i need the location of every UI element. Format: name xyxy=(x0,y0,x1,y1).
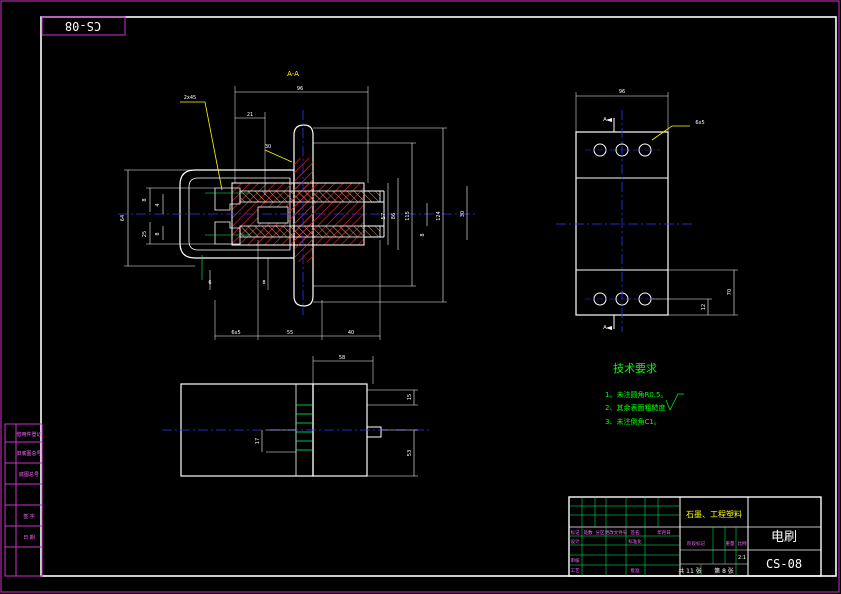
tb-row-0: 设计 xyxy=(571,538,580,545)
note-1: 1、未注圆角R0.5。 xyxy=(605,390,667,399)
tb-approve: 批准 xyxy=(631,567,640,574)
dim-8a: 8 xyxy=(142,198,148,201)
title-block-grid xyxy=(569,497,737,576)
section-mark-top-arrow xyxy=(606,118,612,122)
dim-115: 115 xyxy=(405,211,411,221)
dim-8d: 8 xyxy=(262,280,265,286)
dim-64: 64 xyxy=(120,215,126,221)
notes-title: 技术要求 xyxy=(613,362,657,375)
dim-58: 58 xyxy=(339,355,345,361)
tb-material: 石墨、工程塑料 xyxy=(686,509,742,519)
tb-sheet-no: 第 8 张 xyxy=(714,567,734,575)
tb-stage: 阶段标记 xyxy=(687,540,705,547)
section-view-a-a: A-A xyxy=(118,70,476,340)
technical-notes: 技术要求 1、未注圆角R0.5。 2、其余表面粗糙度 3、未注倒角C1。 xyxy=(605,362,684,426)
leader-top-left xyxy=(180,101,223,191)
rotated-number-box: CS-08 xyxy=(41,16,126,36)
dim-15: 15 xyxy=(407,394,413,400)
strip-label-1: 旧底图总号 xyxy=(16,450,41,457)
dim-57: 57 xyxy=(381,213,387,219)
dim-6: 6 xyxy=(208,280,211,286)
title-block-border xyxy=(568,496,822,577)
note-3: 3、未注倒角C1。 xyxy=(605,417,661,426)
strip-label-4: 日 期 xyxy=(23,535,35,541)
section-label: A-A xyxy=(287,70,299,78)
flange-outline xyxy=(293,124,314,307)
dim-86: 86 xyxy=(391,213,397,219)
dim-96-top: 96 xyxy=(297,86,303,92)
roughness-symbol xyxy=(665,393,684,411)
dim-25: 25 xyxy=(142,231,148,237)
tb-grid-2: 分区 xyxy=(596,529,605,536)
brush-channel-upper xyxy=(239,190,381,203)
dim-8b: 8 xyxy=(155,232,161,235)
brush-channel-lower xyxy=(239,225,381,238)
dim-55: 55 xyxy=(287,330,293,336)
bottom-view-pin xyxy=(366,426,382,438)
strip-label-0: 借用件登记 xyxy=(16,431,41,438)
section-mark-bottom-arrow xyxy=(606,326,612,330)
dim-30b: 30 xyxy=(460,211,466,217)
tb-weight: 重量 xyxy=(726,540,735,547)
tb-grid-5: 年月日 xyxy=(657,529,671,536)
left-registration-strip: 借用件登记 旧底图总号 底图总号 签 字 日 期 xyxy=(4,423,43,577)
bottom-view-block xyxy=(312,383,368,477)
strip-label-2: 底图总号 xyxy=(19,471,39,478)
dim-side-96: 96 xyxy=(619,89,625,95)
section-mark-bottom: A xyxy=(603,325,607,331)
dim-8c: 8 xyxy=(420,233,426,236)
tb-grid-0: 标记 xyxy=(571,529,580,536)
rotated-drawing-number: CS-08 xyxy=(65,19,101,33)
dim-4: 4 xyxy=(155,203,161,206)
holder-housing-inner xyxy=(188,177,291,251)
strip-label-3: 签 字 xyxy=(23,513,35,520)
dim-2x45: 2x45 xyxy=(184,95,197,101)
core-gap xyxy=(257,206,289,224)
dim-side-70: 70 xyxy=(727,289,733,295)
tb-drawing-code: CS-08 xyxy=(766,557,802,571)
dim-d30-flange: 30 xyxy=(265,144,271,150)
tb-scale-value: 2:1 xyxy=(738,555,746,561)
note-2: 2、其余表面粗糙度 xyxy=(605,403,665,412)
tb-grid-1: 处数 xyxy=(584,529,593,536)
bottom-view: 58 15 53 17 xyxy=(162,355,430,477)
dim-124: 124 xyxy=(436,211,442,221)
tb-grid-3: 更改文件号 xyxy=(605,529,628,536)
tb-scale-label: 比例 xyxy=(738,540,747,547)
dim-6x5: 6x5 xyxy=(231,330,240,336)
tb-sheet-total: 共 11 张 xyxy=(678,567,701,575)
dim-side-6x5: 6x5 xyxy=(695,120,704,126)
tb-part-name: 电刷 xyxy=(771,530,797,545)
tb-row-1: 审核 xyxy=(571,557,580,564)
dim-40: 40 xyxy=(348,330,354,336)
dim-53: 53 xyxy=(407,450,413,456)
leader-flange xyxy=(264,149,293,163)
side-view: A A 96 6x5 70 12 xyxy=(556,89,738,332)
dim-21: 21 xyxy=(247,112,253,118)
title-block: 标记 处数 分区 更改文件号 签名 年月日 设计 审核 工艺 标准化 批准 阶段… xyxy=(568,496,822,577)
section-mark-top: A xyxy=(603,117,607,123)
flange-section-hatch xyxy=(294,158,313,262)
tb-std: 标准化 xyxy=(628,538,642,545)
bottom-view-fins xyxy=(296,404,313,451)
dim-side-12: 12 xyxy=(701,304,707,310)
leader-side-holes xyxy=(651,125,690,141)
holder-housing xyxy=(179,169,295,259)
dim-17: 17 xyxy=(255,438,261,444)
drawing-frame xyxy=(40,16,837,577)
tb-grid-4: 签名 xyxy=(631,529,640,536)
tb-row-2: 工艺 xyxy=(571,568,580,574)
inner-step-upper xyxy=(214,187,241,211)
